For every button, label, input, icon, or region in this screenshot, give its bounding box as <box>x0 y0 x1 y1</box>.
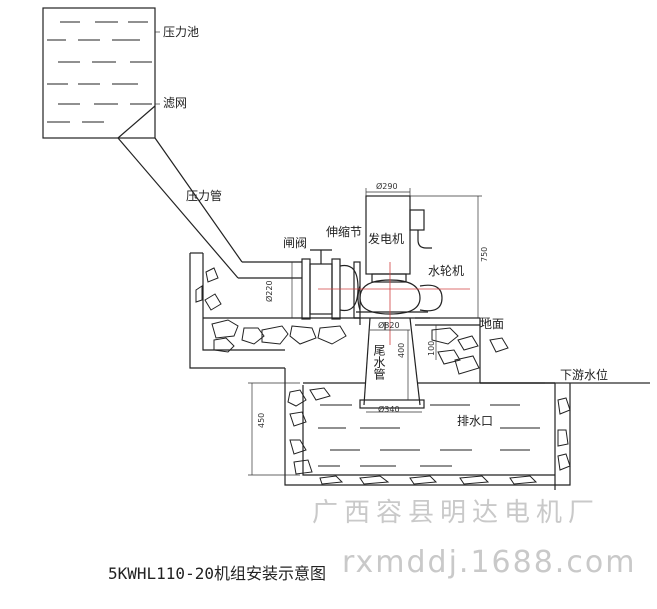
generator-diameter-dim: Ø290 <box>376 182 398 191</box>
generator-label: 发电机 <box>368 232 405 246</box>
watermark-company: 广西容县明达电机厂 <box>312 498 601 528</box>
draft-top-diameter-dim: Ø820 <box>378 321 400 330</box>
reservoir-tank <box>42 7 156 139</box>
ground-label: 地面 <box>480 317 505 331</box>
watermark-site: rxmddj.1688.com <box>342 545 637 580</box>
draft-bottom-diameter-dim: Ø340 <box>378 405 400 414</box>
draft-tube <box>359 317 425 409</box>
label-leaders <box>155 31 160 105</box>
draft-tube-label: 尾水管 <box>372 344 386 380</box>
diagram-caption: 5KWHL110-20机组安装示意图 <box>108 564 326 583</box>
height-750-dim: 750 <box>480 246 489 262</box>
center-axis <box>318 262 470 345</box>
turbine-unit <box>354 279 443 319</box>
generator-unit <box>365 195 432 283</box>
reservoir-label: 压力池 <box>163 25 200 39</box>
penstock-pipe <box>117 137 302 279</box>
tailwater-pit <box>284 337 571 486</box>
gate-valve <box>301 249 361 320</box>
filter-screen-label: 滤网 <box>163 96 188 110</box>
tailwater-level-label: 下游水位 <box>560 368 609 382</box>
gate-valve-label: 闸阀 <box>283 236 308 250</box>
pit-depth-dim: 450 <box>257 412 266 428</box>
outlet-label: 排水口 <box>457 414 494 428</box>
pipe-diameter-dim: Ø220 <box>265 280 274 302</box>
turbine-label: 水轮机 <box>428 264 465 278</box>
expansion-joint-label: 伸缩节 <box>326 225 363 239</box>
dimension-lines <box>248 188 650 476</box>
ground-offset-dim: 100 <box>427 340 436 356</box>
draft-length-dim: 400 <box>397 342 406 358</box>
penstock-label: 压力管 <box>186 189 223 203</box>
